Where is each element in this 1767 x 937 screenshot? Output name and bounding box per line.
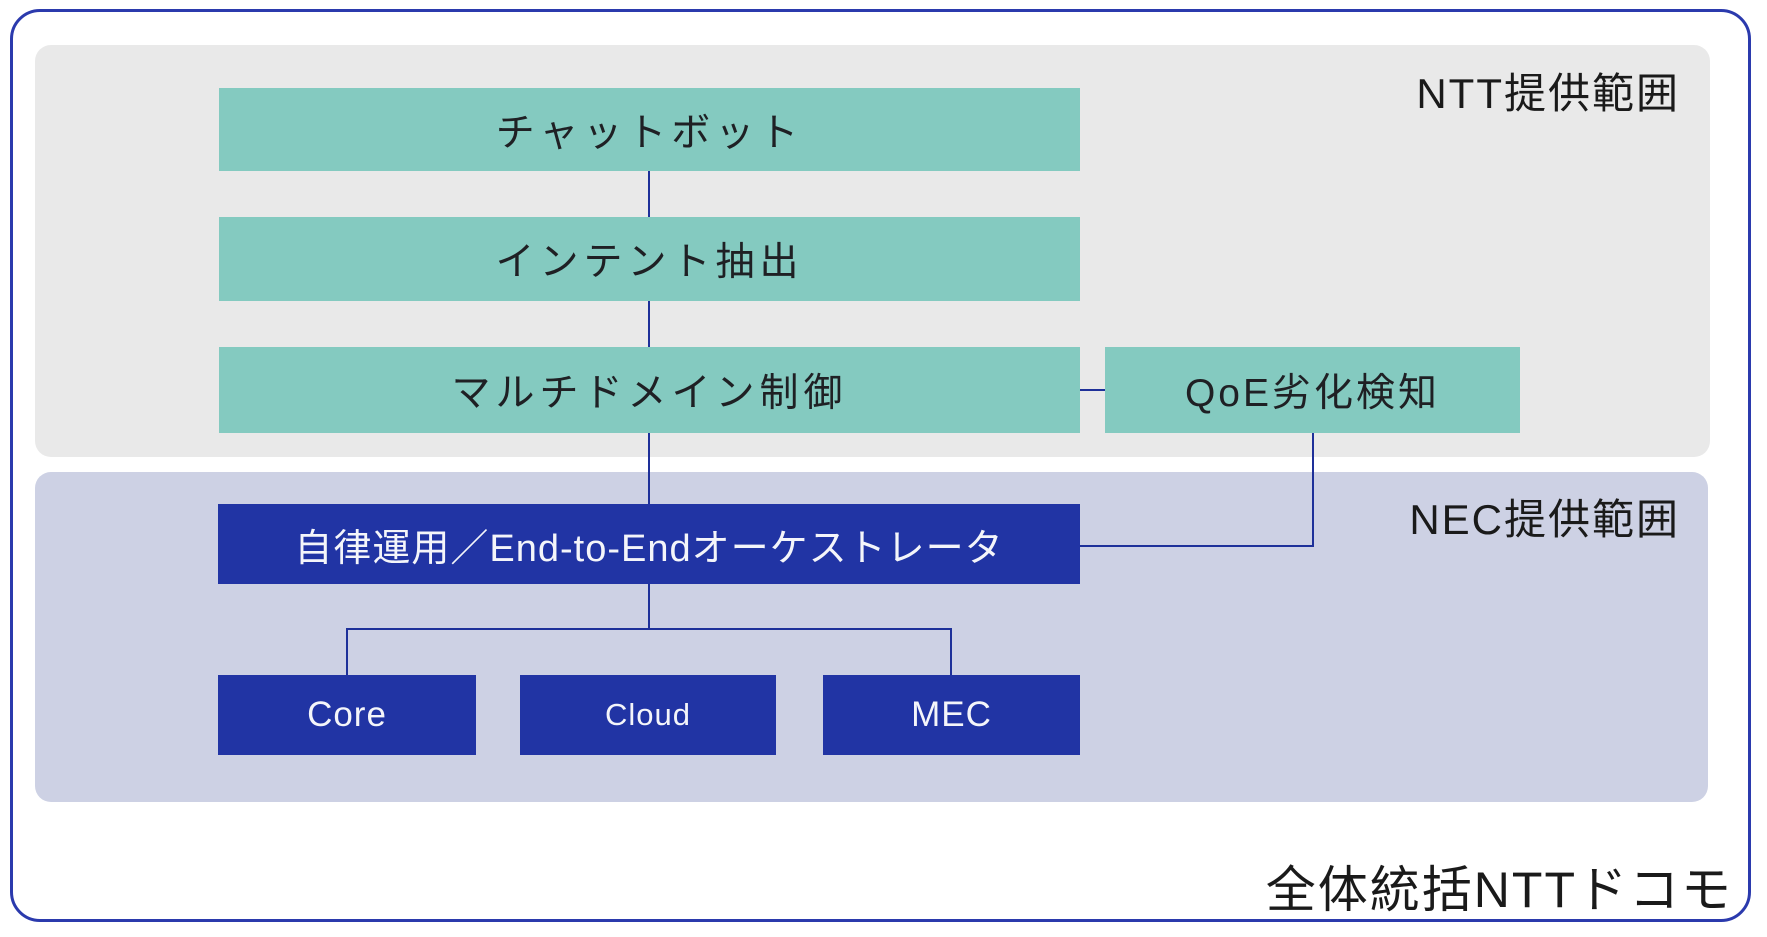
- box-e2e-orchestrator-label: 自律運用／End-to-Endオーケストレータ: [294, 527, 1004, 570]
- connector-branch-horizontal: [346, 628, 952, 630]
- connector-chatbot-to-intent: [648, 171, 650, 217]
- box-mec-label: MEC: [911, 695, 992, 734]
- box-intent-extraction-label: インテント抽出: [495, 241, 804, 284]
- connector-qoe-to-orchestrator-horizontal: [1080, 545, 1312, 547]
- box-multidomain-control-label: マルチドメイン制御: [451, 372, 848, 415]
- connector-branch-to-mec: [950, 628, 952, 675]
- box-e2e-orchestrator: 自律運用／End-to-Endオーケストレータ: [218, 504, 1080, 584]
- connector-branch-to-core: [346, 628, 348, 675]
- ntt-section-label: NTT提供範囲: [1416, 70, 1680, 117]
- box-cloud: Cloud: [520, 675, 776, 755]
- outer-border: [10, 9, 1751, 922]
- box-core-label: Core: [307, 695, 387, 734]
- box-mec: MEC: [823, 675, 1080, 755]
- connector-orchestrator-down: [648, 583, 650, 629]
- box-qoe-degradation-detection: QoE劣化検知: [1105, 347, 1520, 433]
- overall-supervision-label: 全体統括NTTドコモ: [1265, 862, 1733, 918]
- box-multidomain-control: マルチドメイン制御: [219, 347, 1080, 433]
- box-qoe-degradation-detection-label: QoE劣化検知: [1184, 372, 1441, 415]
- connector-intent-to-multidomain: [648, 301, 650, 347]
- connector-multidomain-to-qoe: [1080, 389, 1105, 391]
- box-core: Core: [218, 675, 476, 755]
- box-intent-extraction: インテント抽出: [219, 217, 1080, 301]
- connector-qoe-to-orchestrator-vertical: [1312, 433, 1314, 547]
- box-cloud-label: Cloud: [605, 697, 691, 732]
- box-chatbot: チャットボット: [219, 88, 1080, 171]
- nec-section-label: NEC提供範囲: [1409, 496, 1680, 543]
- box-chatbot-label: チャットボット: [495, 111, 804, 155]
- connector-multidomain-to-orchestrator: [648, 433, 650, 504]
